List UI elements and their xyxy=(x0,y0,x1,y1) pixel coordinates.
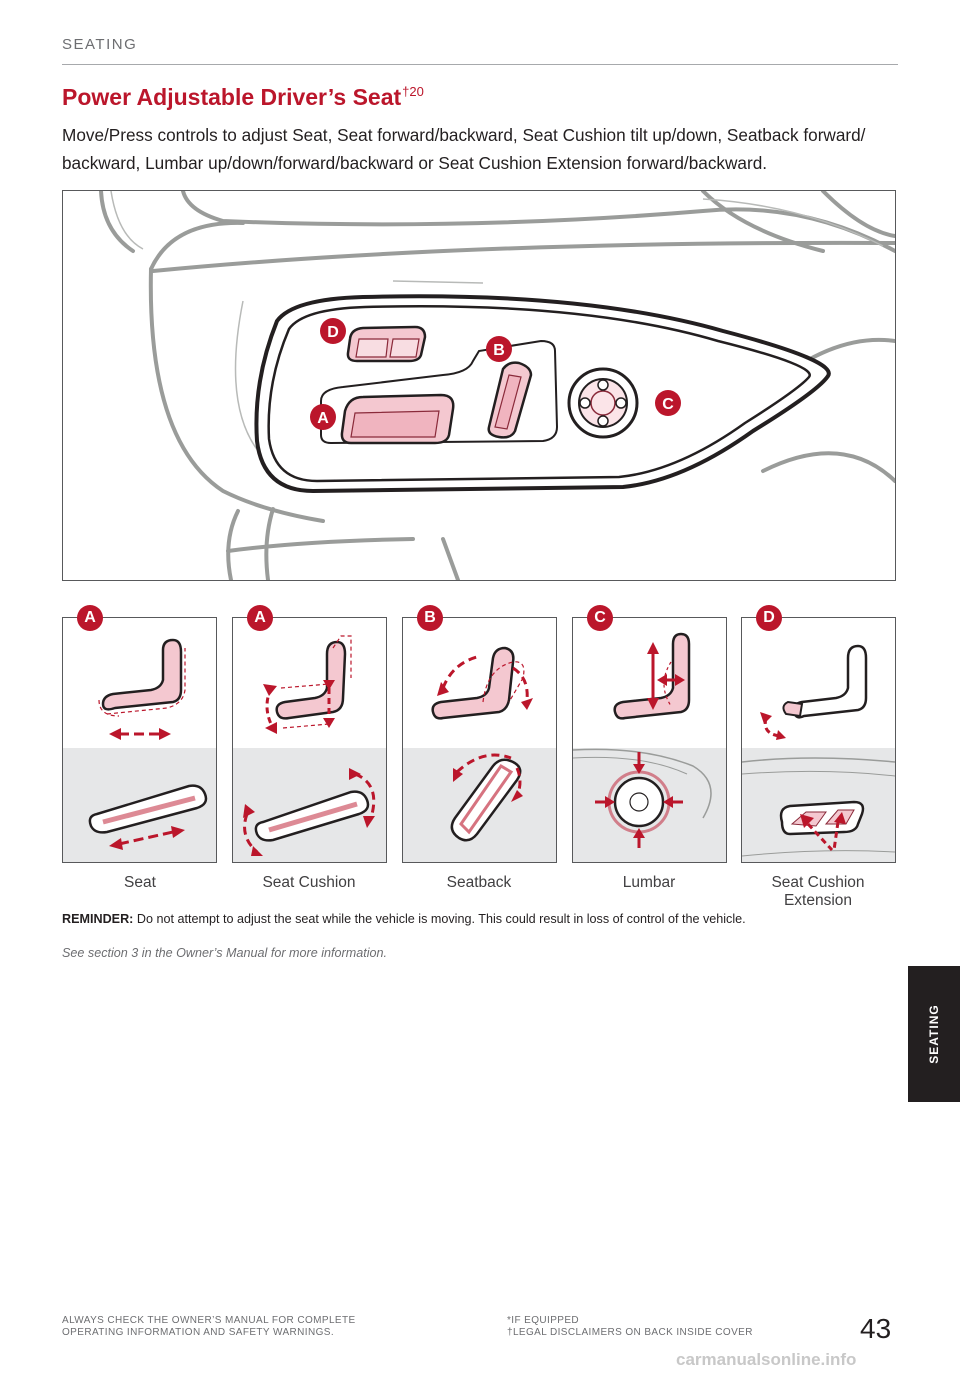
seatback-recline-illustration xyxy=(431,646,533,842)
svg-text:A: A xyxy=(317,410,329,427)
panel-lumbar: C xyxy=(572,605,727,863)
reminder-label: REMINDER: xyxy=(62,912,134,926)
svg-text:C: C xyxy=(662,396,674,413)
reminder-text: Do not attempt to adjust the seat while … xyxy=(133,912,746,926)
see-more-note: See section 3 in the Owner’s Manual for … xyxy=(62,946,388,960)
panel-seat: A xyxy=(62,605,217,863)
footer-disclaimer: *IF EQUIPPED †LEGAL DISCLAIMERS ON BACK … xyxy=(507,1315,753,1338)
lumbar-support-illustration xyxy=(573,632,712,848)
reminder-note: REMINDER: Do not attempt to adjust the s… xyxy=(62,912,902,926)
main-seat-controls-illustration: D B A C xyxy=(62,190,896,581)
caption-seatback: Seatback xyxy=(446,874,512,891)
callout-c: C xyxy=(655,390,681,416)
watermark: carmanualsonline.info xyxy=(676,1350,857,1369)
page-number: 43 xyxy=(860,1313,892,1344)
header-divider xyxy=(62,64,898,65)
callout-b: B xyxy=(486,336,512,362)
footer-warning: ALWAYS CHECK THE OWNER’S MANUAL FOR COMP… xyxy=(62,1315,356,1338)
title-superscript: †20 xyxy=(402,84,424,99)
callout-a: A xyxy=(310,404,336,430)
caption-lumbar: Lumbar xyxy=(622,874,676,891)
panel-badge: D xyxy=(756,605,782,631)
panel-badge: B xyxy=(417,605,443,631)
panel-badge: A xyxy=(247,605,273,631)
svg-text:B: B xyxy=(493,342,505,359)
cushion-extension-illustration xyxy=(742,644,895,857)
caption-seat-cushion: Seat Cushion xyxy=(262,874,356,891)
panel-seatback: B xyxy=(402,605,557,863)
intro-text: Move/Press controls to adjust Seat, Seat… xyxy=(62,125,866,173)
panel-badge: A xyxy=(77,605,103,631)
panel-badge: C xyxy=(587,605,613,631)
panel-seat-cushion: A xyxy=(232,605,387,863)
callout-d: D xyxy=(320,318,346,344)
panel-seat-cushion-extension: D xyxy=(741,605,896,863)
caption-seat: Seat xyxy=(124,874,156,891)
seat-cushion-tilt-illustration xyxy=(243,635,376,856)
side-tab-label: SEATING xyxy=(927,1004,941,1064)
seat-slide-illustration xyxy=(88,638,208,850)
svg-text:D: D xyxy=(327,324,339,341)
page-title-text: Power Adjustable Driver’s Seat xyxy=(62,84,402,110)
section-label: SEATING xyxy=(62,36,138,53)
page-title: Power Adjustable Driver’s Seat†20 xyxy=(62,84,424,111)
caption-seat-cushion-extension: Seat Cushion Extension xyxy=(771,874,865,909)
side-tab-seating[interactable]: SEATING xyxy=(908,966,960,1102)
